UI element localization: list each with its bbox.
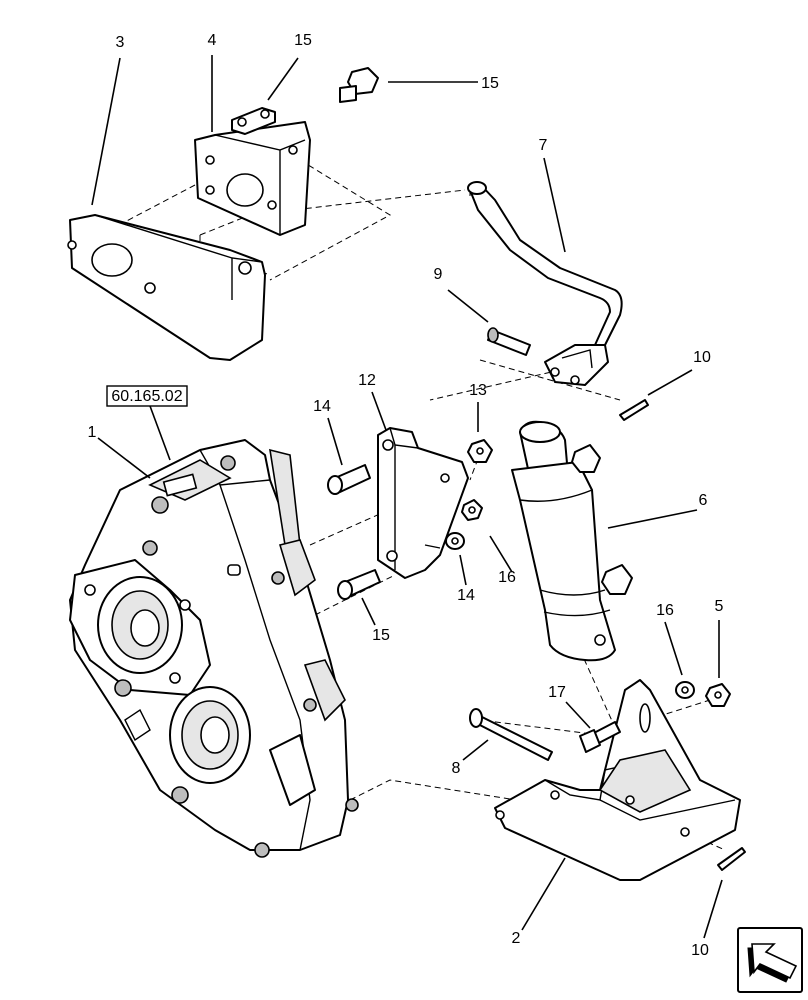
callout-4: 4 xyxy=(208,32,217,49)
part-11-bolt xyxy=(339,67,379,103)
part-13-bracket xyxy=(377,427,469,579)
callout-11: 15 xyxy=(481,75,499,92)
part-12-link xyxy=(231,107,276,135)
next-page-arrow-icon[interactable] xyxy=(737,927,803,993)
part-7-rod xyxy=(467,181,623,346)
part-1-gearbox xyxy=(69,439,359,858)
part-6-cylinder xyxy=(511,420,633,662)
callout-7: 7 xyxy=(539,137,548,154)
part-7-clevis xyxy=(544,344,609,386)
part-5-nut xyxy=(705,683,731,707)
part-2-support-bracket xyxy=(494,679,741,881)
part-17-bolt xyxy=(579,721,621,753)
callout-labels: 3 4 15 15 7 9 10 12 13 14 1 6 16 14 15 1… xyxy=(88,32,724,959)
callout-14-lower: 14 xyxy=(457,587,475,604)
part-8-pin xyxy=(469,708,553,761)
callout-3: 3 xyxy=(116,34,125,51)
callout-13: 12 xyxy=(358,372,376,389)
part-14-nut-upper xyxy=(467,439,493,463)
callout-16-lower: 16 xyxy=(656,602,674,619)
part-10-cotter-pin-lower xyxy=(717,847,746,871)
callout-16-middle: 16 xyxy=(498,569,516,586)
callout-15-lower: 15 xyxy=(372,627,390,644)
leader-lines xyxy=(91,55,723,939)
callout-15-upper: 14 xyxy=(313,398,331,415)
part-10-cotter-pin-upper xyxy=(619,399,649,421)
reference-box-label: 60.165.02 xyxy=(111,388,182,405)
part-16-nut-middle xyxy=(461,499,483,521)
part-3-mounting-plate xyxy=(67,214,266,361)
callout-5: 5 xyxy=(715,598,724,615)
callout-12: 15 xyxy=(294,32,312,49)
callout-9: 9 xyxy=(434,266,443,283)
callout-10-lower: 10 xyxy=(691,942,709,959)
part-14-washer-lower xyxy=(445,532,465,550)
part-4-upper-bracket xyxy=(194,121,311,236)
callout-10-upper: 10 xyxy=(693,349,711,366)
callout-1: 1 xyxy=(88,424,97,441)
part-15-bolt-upper xyxy=(327,464,371,495)
callout-8: 8 xyxy=(452,760,461,777)
callout-6: 6 xyxy=(699,492,708,509)
callout-2: 2 xyxy=(512,930,521,947)
callout-17: 17 xyxy=(548,684,566,701)
part-9-pin xyxy=(487,327,531,356)
part-15-bolt-lower xyxy=(337,569,381,600)
part-16-washer-lower xyxy=(675,681,695,699)
reference-box[interactable]: 60.165.02 xyxy=(106,385,188,407)
callout-14-upper: 13 xyxy=(469,382,487,399)
